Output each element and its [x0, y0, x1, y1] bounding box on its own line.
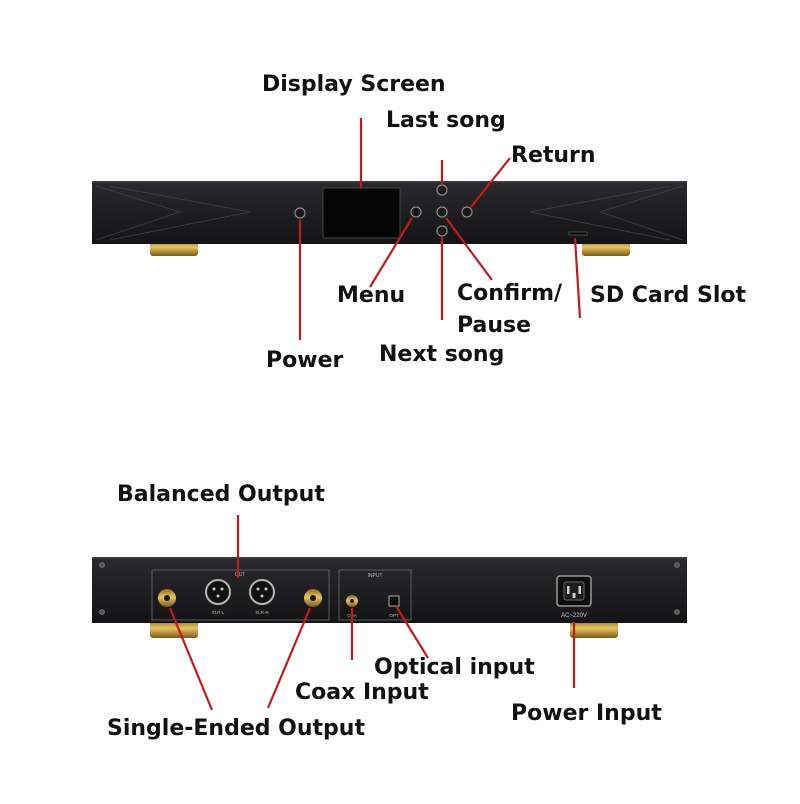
panel-print-xlr-r: XLR-R — [255, 610, 269, 615]
sd-card-slot[interactable] — [568, 231, 588, 236]
label-return: Return — [511, 143, 596, 168]
front-brushed-pattern — [95, 185, 684, 241]
output-section-frame — [151, 569, 330, 621]
display-screen — [322, 187, 401, 239]
label-power-input: Power Input — [511, 701, 662, 726]
front-leader-lines — [298, 118, 582, 340]
xlr-output-right[interactable] — [249, 579, 275, 605]
return-button[interactable] — [461, 206, 473, 218]
optical-input-port[interactable] — [388, 595, 400, 607]
foot-rear-right — [570, 620, 618, 638]
label-last-song: Last song — [386, 108, 506, 133]
panel-print-ac: AC~220V — [561, 613, 587, 619]
label-power: Power — [266, 348, 344, 373]
rear-leader-lines — [168, 515, 576, 711]
last-song-button[interactable] — [436, 184, 448, 196]
panel-print-out: OUT — [235, 572, 246, 578]
label-confirm: Confirm/ — [457, 281, 563, 306]
confirm-pause-button[interactable] — [436, 206, 448, 218]
power-button[interactable] — [294, 207, 306, 219]
panel-print-xlr-l: XLR-L — [212, 610, 225, 615]
label-pause: Pause — [457, 313, 532, 338]
panel-print-input: INPUT — [368, 573, 383, 579]
label-sd-card-slot: SD Card Slot — [590, 283, 747, 308]
label-single-ended-output: Single-Ended Output — [107, 716, 365, 741]
label-coax-input: Coax Input — [295, 680, 429, 705]
front-panel — [92, 181, 687, 256]
foot-rear-left — [150, 620, 198, 638]
label-next-song: Next song — [379, 342, 505, 367]
label-balanced-output: Balanced Output — [117, 482, 325, 507]
menu-button[interactable] — [410, 206, 422, 218]
label-display-screen: Display Screen — [262, 72, 446, 97]
label-optical-input: Optical input — [374, 655, 535, 680]
rear-screws — [99, 562, 680, 615]
rear-panel: OUT XLR-L XLR-R INPUT COA OPT AC~220V — [92, 557, 687, 638]
panel-print-opt: OPT — [389, 613, 399, 618]
xlr-output-left[interactable] — [205, 579, 231, 605]
label-menu: Menu — [337, 283, 406, 308]
input-section-frame — [338, 569, 412, 621]
next-song-button[interactable] — [436, 225, 448, 237]
